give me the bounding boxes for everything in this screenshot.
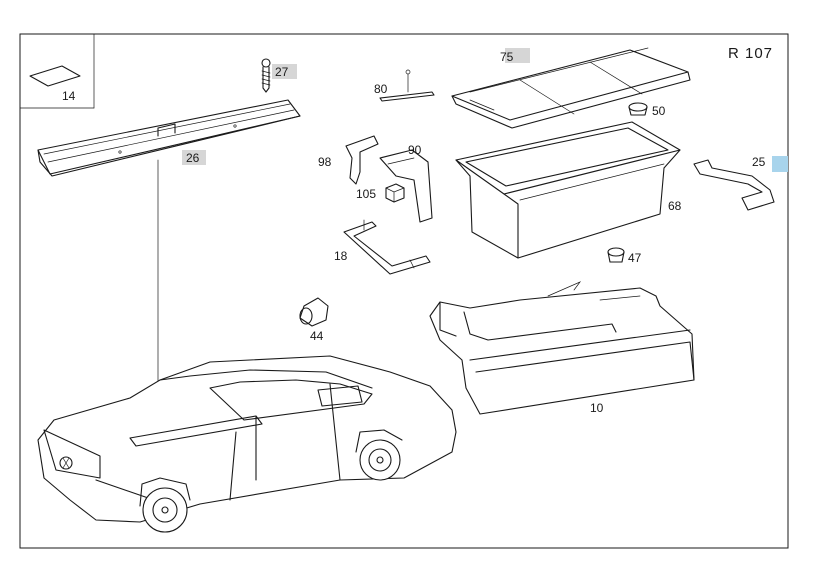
nut-105: 105 [356,183,405,203]
label-105: 105 [356,187,376,201]
bracket-25: 25 [693,155,788,211]
label-14: 14 [62,89,76,103]
tray-box-68: 68 [455,121,682,259]
storage-compartment-10: 10 [429,281,695,415]
label-80: 80 [374,82,388,96]
grommet-47: 47 [607,247,642,265]
car-illustration [37,355,457,533]
label-98: 98 [318,155,332,169]
bracket-98: 98 [318,135,379,185]
label-25: 25 [752,155,766,169]
grommet-50: 50 [628,102,666,118]
inset-box-14: 14 [19,33,95,109]
reference-code: R 107 [728,45,773,62]
diagram-frame [19,33,789,549]
sill-strip-26: 26 [37,99,301,396]
label-18: 18 [334,249,348,263]
bracket-90: 90 [379,143,433,223]
lid-75: 75 [451,47,691,129]
label-50: 50 [652,104,666,118]
label-90: 90 [408,143,422,157]
label-75: 75 [500,50,514,64]
label-10: 10 [590,401,604,415]
label-68: 68 [668,199,682,213]
rod-80: 80 [374,69,435,102]
screw-27: 27 [261,58,297,93]
label-47: 47 [628,251,642,265]
label-26: 26 [186,151,200,165]
plug-44: 44 [299,297,329,343]
label-44: 44 [310,329,324,343]
bracket-18: 18 [334,219,431,275]
label-27: 27 [275,65,289,79]
